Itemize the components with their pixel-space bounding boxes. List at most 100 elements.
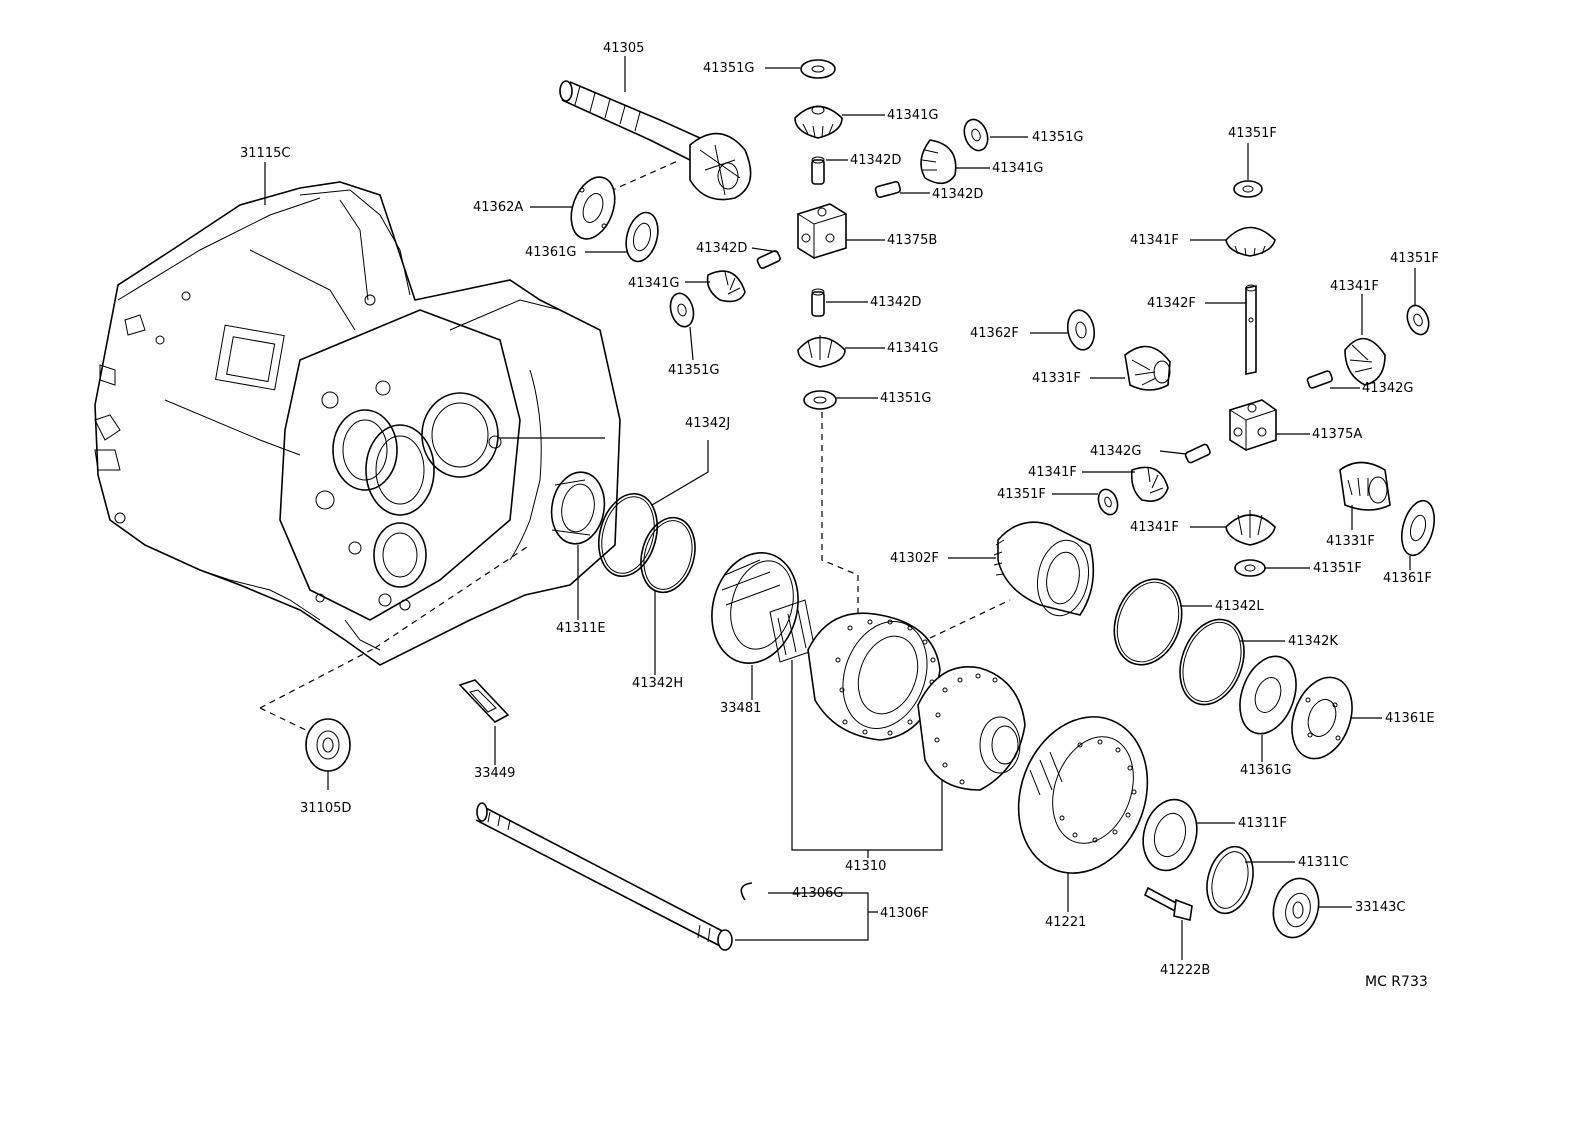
label-41361G-a: 41361G <box>525 245 576 260</box>
label-41302F: 41302F <box>890 551 939 566</box>
bearing-41311F <box>1142 798 1198 872</box>
washer-41361E <box>1291 676 1353 760</box>
speedometer-drive-gear-33481 <box>711 552 816 664</box>
label-41351G-c: 41351G <box>668 363 719 378</box>
label-41341F-a: 41341F <box>1130 233 1179 248</box>
bearing-31105D <box>305 718 351 772</box>
label-41341G-c: 41341G <box>628 276 679 291</box>
label-41331F-b: 41331F <box>1326 534 1375 549</box>
label-41362F: 41362F <box>970 326 1019 341</box>
diagram-reference-code: MC R733 <box>1365 974 1428 990</box>
cup-41311C <box>1206 845 1254 915</box>
washer-41361F <box>1400 499 1436 557</box>
washer-41351G-top <box>800 59 836 79</box>
washer-41362A <box>570 176 616 240</box>
differential-case-cube-41375B <box>797 203 847 259</box>
oil-seal-33143C <box>1272 877 1320 939</box>
bearing-41311E <box>550 471 606 545</box>
bolt-41222B <box>1143 886 1193 921</box>
transaxle-housing <box>94 181 621 666</box>
pinion-gear-41341G-d <box>797 335 846 368</box>
washer-41351F-c <box>1097 488 1119 516</box>
label-33481: 33481 <box>720 701 761 716</box>
label-41342F: 41342F <box>1147 296 1196 311</box>
label-33449: 33449 <box>474 766 515 781</box>
pinion-gear-41341F-b <box>1344 337 1386 386</box>
label-41361E: 41361E <box>1385 711 1435 726</box>
differential-case-cube-41375A <box>1229 399 1277 451</box>
label-41342H: 41342H <box>632 676 683 691</box>
label-41341G-d: 41341G <box>887 341 938 356</box>
washer-41351G-b <box>963 118 989 152</box>
label-41342K: 41342K <box>1288 634 1338 649</box>
part-labels: 41305 41351G 41341G 41351G 41342D 41341G… <box>240 41 1439 990</box>
differential-case-41310 <box>807 612 1026 791</box>
pinion-gear-41341F-a <box>1225 226 1276 257</box>
label-41221: 41221 <box>1045 915 1086 930</box>
label-41311F: 41311F <box>1238 816 1287 831</box>
label-41351F-d: 41351F <box>1313 561 1362 576</box>
label-41222B: 41222B <box>1160 963 1210 978</box>
label-41342L: 41342L <box>1215 599 1264 614</box>
washer-41361G-b <box>1239 655 1297 735</box>
pinion-pin-41342G-a <box>1306 370 1333 389</box>
label-41305: 41305 <box>603 41 644 56</box>
side-gear-41331F-b <box>1339 461 1391 511</box>
washer-41362F <box>1066 309 1096 351</box>
label-41375A: 41375A <box>1312 427 1362 442</box>
ring-gear-41221 <box>1017 716 1149 874</box>
drive-shaft-41306F <box>475 802 733 951</box>
pinion-pin-41342D-a <box>811 156 825 185</box>
pinion-pin-41342G-b <box>1184 443 1211 464</box>
label-41341G-a: 41341G <box>887 108 938 123</box>
label-41342J: 41342J <box>685 416 730 431</box>
pinion-gear-41341F-d <box>1225 510 1276 546</box>
label-41310: 41310 <box>845 859 886 874</box>
label-41375B: 41375B <box>887 233 937 248</box>
pinion-gear-41341G-a <box>794 105 843 139</box>
label-41341F-d: 41341F <box>1130 520 1179 535</box>
label-41342D-c: 41342D <box>696 241 747 256</box>
label-41361G-b: 41361G <box>1240 763 1291 778</box>
pinion-gear-41341G-b <box>920 139 957 185</box>
label-41306G: 41306G <box>792 886 843 901</box>
label-41351F-b: 41351F <box>1390 251 1439 266</box>
label-41306F: 41306F <box>880 906 929 921</box>
label-41351F-a: 41351F <box>1228 126 1277 141</box>
label-41342D-b: 41342D <box>932 187 983 202</box>
pinion-pin-41342D-b <box>874 180 902 199</box>
washer-41351G-d <box>803 390 837 410</box>
label-41311C: 41311C <box>1298 855 1348 870</box>
washer-41351F-a <box>1233 180 1263 198</box>
label-41351G-b: 41351G <box>1032 130 1083 145</box>
label-31115C: 31115C <box>240 146 290 161</box>
label-41341F-b: 41341F <box>1330 279 1379 294</box>
label-41342D-a: 41342D <box>850 153 901 168</box>
label-41341F-c: 41341F <box>1028 465 1077 480</box>
snap-ring-41342K <box>1179 618 1245 706</box>
label-41331F-a: 41331F <box>1032 371 1081 386</box>
label-41342D-d: 41342D <box>870 295 921 310</box>
label-41311E: 41311E <box>556 621 606 636</box>
pinion-gear-41341F-c <box>1130 466 1169 502</box>
label-33143C: 33143C <box>1355 900 1405 915</box>
washer-41351G-c <box>669 292 695 328</box>
label-41342G-a: 41342G <box>1362 381 1413 396</box>
plate-33449 <box>458 679 510 723</box>
label-41341G-b: 41341G <box>992 161 1043 176</box>
label-41351F-c: 41351F <box>997 487 1046 502</box>
shim-ring-41342J <box>598 492 658 578</box>
label-31105D: 31105D <box>300 801 351 816</box>
side-gear-41331F-a <box>1124 345 1171 391</box>
label-41362A: 41362A <box>473 200 523 215</box>
pinion-shaft-41342F <box>1245 284 1257 375</box>
snap-ring-41306G <box>740 882 753 901</box>
washer-41361G-a <box>625 211 659 263</box>
shim-41342L <box>1113 578 1183 666</box>
label-41351G-d: 41351G <box>880 391 931 406</box>
snap-ring-41342H <box>640 516 696 594</box>
label-41351G-a: 41351G <box>703 61 754 76</box>
pinion-pin-41342D-c <box>756 250 781 269</box>
output-shaft <box>559 80 752 201</box>
